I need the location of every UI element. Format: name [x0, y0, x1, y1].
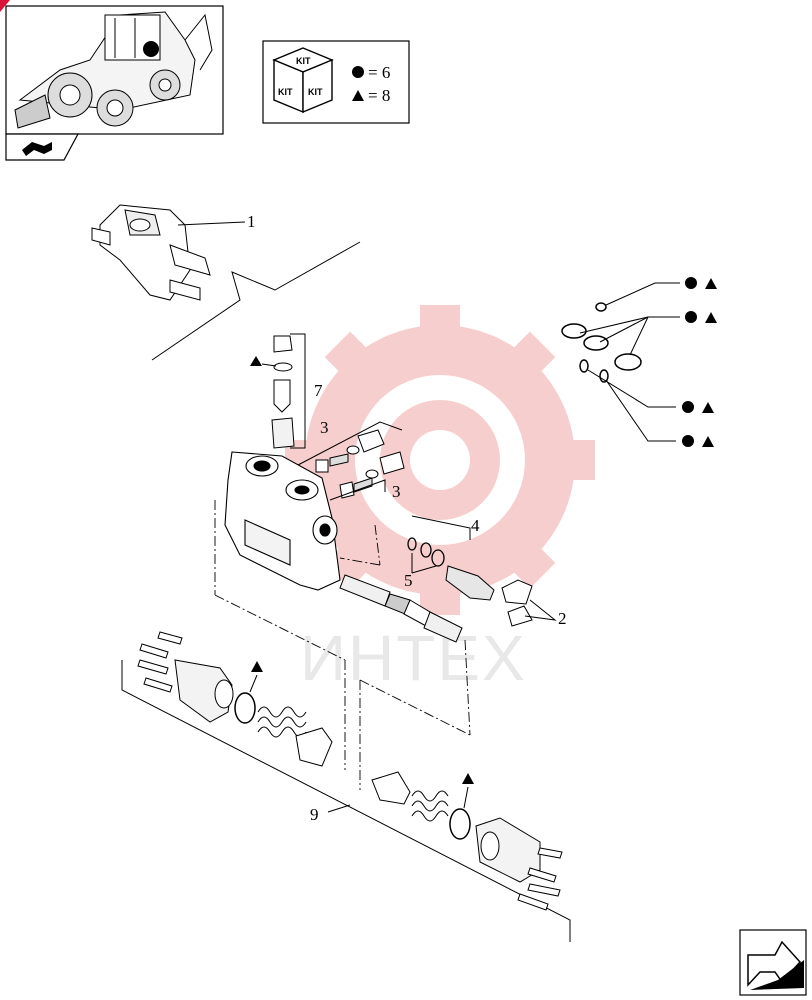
navigation-arrow-tab[interactable] — [5, 133, 80, 161]
kit-cube-icon — [272, 47, 334, 114]
spool-seals[interactable] — [407, 537, 445, 567]
o-ring-right[interactable] — [449, 808, 471, 840]
watermark-text: ИНТЕХ — [300, 622, 527, 694]
spring-seat-left[interactable] — [295, 727, 333, 767]
leader-5b — [411, 565, 437, 574]
callout-1: 1 — [247, 212, 256, 231]
triangle-marker-right — [462, 773, 474, 784]
leader-2 — [524, 599, 557, 621]
triangle-count: = 8 — [368, 86, 390, 105]
callout-2: 2 — [558, 609, 567, 628]
bracket-3-lower — [329, 479, 386, 501]
callout-3a: 3 — [320, 418, 329, 437]
leader-9 — [327, 804, 351, 813]
spool-plunger[interactable] — [445, 565, 495, 601]
o-ring-left[interactable] — [234, 692, 256, 724]
next-page-button[interactable] — [739, 929, 807, 996]
callout-3b: 3 — [392, 482, 401, 501]
break-line — [151, 241, 361, 361]
triangle-marker-left — [251, 661, 263, 672]
spring-left[interactable] — [257, 706, 307, 738]
machine-thumbnail[interactable] — [5, 5, 224, 135]
corner-accent — [0, 0, 10, 12]
leader-line-1 — [177, 221, 246, 226]
kit-left-label: KIT — [278, 87, 293, 97]
bracket-9 — [121, 660, 571, 942]
leader-tri-7 — [261, 363, 277, 367]
leader-tri-left — [249, 674, 258, 693]
triangle-marker-7 — [250, 356, 262, 366]
kit-right-label: KIT — [308, 87, 323, 97]
callout-5: 5 — [404, 571, 413, 590]
check-valve-upper[interactable] — [315, 429, 385, 473]
bracket-4 — [411, 515, 471, 540]
end-cap-left[interactable] — [174, 659, 234, 723]
seal-kit-rings[interactable] — [561, 302, 642, 383]
cap-bolts-right[interactable] — [517, 847, 563, 911]
bracket-7 — [290, 333, 306, 449]
end-cap-right[interactable] — [475, 817, 541, 883]
check-valve-lower[interactable] — [339, 451, 405, 499]
callout-4: 4 — [471, 516, 480, 535]
spring-right[interactable] — [411, 790, 449, 822]
relief-valve-parts[interactable] — [271, 335, 295, 449]
circle-count: = 6 — [368, 63, 390, 82]
leader-tri-right — [463, 786, 469, 809]
seal-kit-symbols — [682, 277, 717, 447]
navigation-arrow-icon — [22, 142, 52, 156]
callout-9: 9 — [310, 805, 319, 824]
cap-bolts-left[interactable] — [137, 631, 183, 693]
watermark-gear — [285, 305, 595, 615]
bracket-3-upper — [297, 421, 403, 466]
kit-legend: KIT KIT KIT = 6 = 8 — [262, 40, 410, 124]
location-marker — [143, 41, 159, 57]
kit-top-label: KIT — [296, 56, 311, 66]
callout-7: 7 — [314, 381, 323, 400]
valve-assembly-small[interactable] — [91, 204, 211, 301]
construction-lines — [214, 500, 471, 790]
main-spool[interactable] — [339, 574, 463, 643]
triangle-symbol — [352, 90, 364, 101]
spring-seat-right[interactable] — [371, 771, 411, 805]
backhoe-loader-icon — [14, 11, 213, 129]
main-valve-body[interactable] — [224, 451, 341, 591]
circle-symbol — [352, 66, 364, 78]
seal-kit-leaders — [579, 282, 680, 442]
spool-caps[interactable] — [501, 579, 533, 627]
